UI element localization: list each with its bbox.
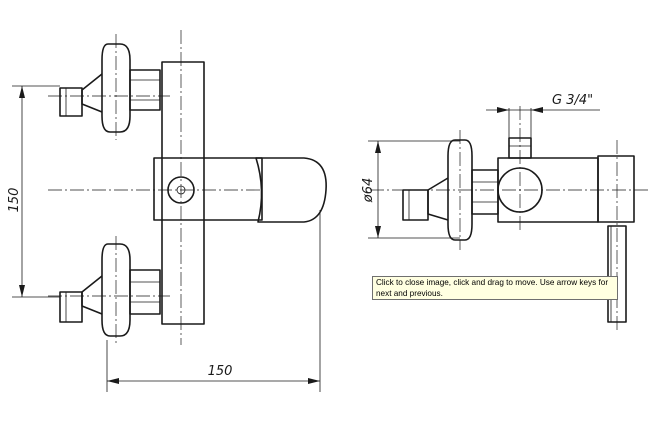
lower-inlet <box>59 243 161 337</box>
side-view: G 3/4" ø64 <box>361 93 650 330</box>
vertical-body <box>161 61 205 325</box>
width-dimension-label: 150 <box>208 364 233 379</box>
tooltip-text: Click to close image, click and drag to … <box>376 278 609 298</box>
diameter-dimension-label: ø64 <box>361 178 376 204</box>
height-dimension: 150 <box>7 85 60 298</box>
thread-dimension: G 3/4" <box>486 93 600 138</box>
image-viewer-tooltip[interactable]: Click to close image, click and drag to … <box>372 276 618 300</box>
upper-inlet <box>59 43 161 133</box>
thread-dimension-label: G 3/4" <box>552 93 593 108</box>
height-dimension-label: 150 <box>7 188 22 213</box>
diameter-dimension: ø64 <box>361 140 460 239</box>
front-view: 150 150 <box>7 30 327 392</box>
width-dimension: 150 <box>106 210 321 392</box>
mixer-body <box>153 157 263 221</box>
lever-cylinder <box>255 157 327 223</box>
